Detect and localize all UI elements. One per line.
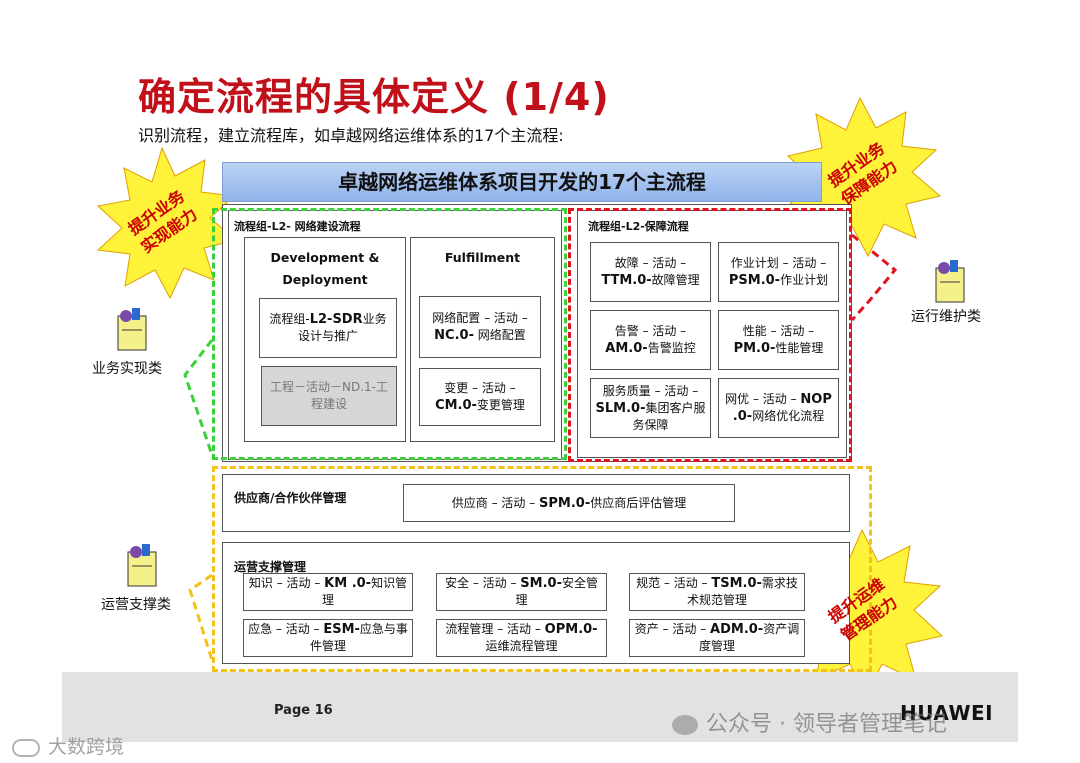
green-dashed-region <box>212 208 567 460</box>
red-dashed-region <box>568 208 852 462</box>
yellow-dashed-region <box>212 466 872 672</box>
watermark-left-text: 大数跨境 <box>48 736 124 758</box>
wechat-icon <box>672 715 698 735</box>
support-label: 运营支撑类 <box>101 594 171 614</box>
business-label: 业务实现类 <box>92 358 162 378</box>
business-icon <box>112 306 152 354</box>
operations-label: 运行维护类 <box>911 306 981 326</box>
operations-icon <box>930 258 970 306</box>
support-icon <box>122 542 162 590</box>
watermark-left: 大数跨境 <box>12 732 124 759</box>
watermark-logo-icon <box>12 739 40 757</box>
main-banner: 卓越网络运维体系项目开发的17个主流程 <box>222 162 822 202</box>
watermark-right-text: 公众号 · 领导者管理笔记 <box>706 712 947 737</box>
page-number: Page 16 <box>274 703 333 718</box>
watermark-right: 公众号 · 领导者管理笔记 <box>672 706 947 738</box>
